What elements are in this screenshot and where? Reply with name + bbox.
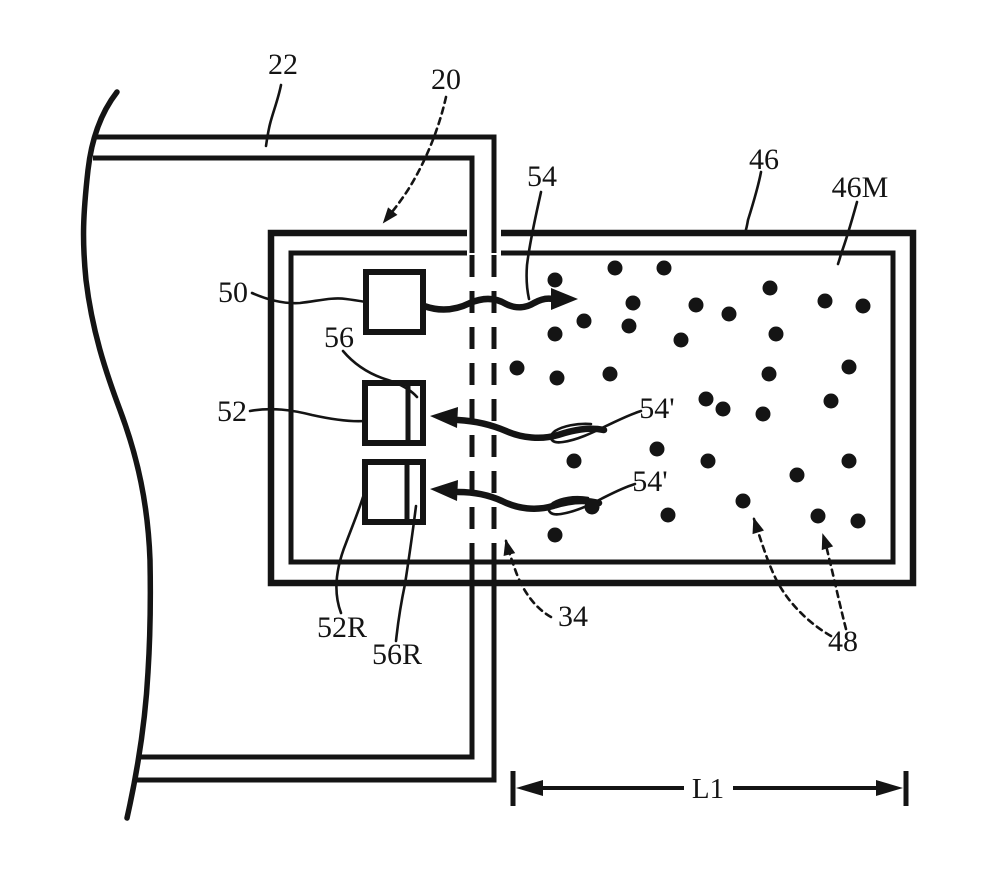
leader-46M (836, 200, 859, 266)
particle-dot (817, 293, 833, 309)
duct-bottom-inner (141, 562, 475, 760)
leader-20-dashed-arrow (382, 95, 448, 224)
particle-dot (823, 393, 839, 409)
label-46: 46 (749, 143, 779, 176)
duct-walls (80, 89, 497, 821)
leader-34-dashed-arrow (503, 539, 553, 619)
duct-bottom-outer (137, 562, 497, 783)
particle-dot (789, 467, 805, 483)
particle-dot (761, 366, 777, 382)
block-52R (362, 459, 426, 525)
label-50: 50 (218, 276, 248, 309)
dashed-leader-arrows (382, 95, 848, 638)
arrow-54p-upper-head (430, 407, 458, 428)
label-48: 48 (828, 625, 858, 658)
particle-dot (698, 391, 714, 407)
reference-labels: 22 20 54 46 46M 50 56 52 54' 54' 34 52R … (217, 48, 888, 671)
particle-dot (762, 280, 778, 296)
arrow-54p-lower-head (430, 480, 458, 501)
particle-dot (855, 298, 871, 314)
particle-dot (810, 508, 826, 524)
arrow-54p-lower-shaft (454, 488, 603, 512)
duct-break-line (80, 89, 154, 821)
label-20: 20 (431, 63, 461, 96)
particle-dot (673, 332, 689, 348)
label-34: 34 (558, 600, 588, 633)
particle-dot (549, 370, 565, 386)
particle-dot (576, 313, 592, 329)
dimension-arrowhead-right (876, 780, 903, 796)
particle-dot (768, 326, 784, 342)
particle-dot (735, 493, 751, 509)
particle-dot (841, 453, 857, 469)
leader-54 (525, 190, 543, 301)
particle-dot (602, 366, 618, 382)
particle-dot (607, 260, 623, 276)
particle-dot (688, 297, 704, 313)
label-22: 22 (268, 48, 298, 81)
label-52: 52 (217, 395, 247, 428)
leader-22 (264, 83, 283, 148)
particle-dot (850, 513, 866, 529)
label-56R: 56R (372, 638, 422, 671)
particle-dot (841, 359, 857, 375)
label-52R: 52R (317, 611, 367, 644)
leader-48-left-dashed-arrow (752, 517, 833, 638)
box-46M-outline (288, 250, 896, 565)
dimension-arrowhead-left (516, 780, 543, 796)
beam-arrows (420, 288, 608, 512)
arrow-54p-upper-shaft (454, 416, 608, 442)
leader-54p-upper (549, 409, 643, 444)
particle-dot (566, 453, 582, 469)
leader-46 (743, 170, 763, 235)
particle-dot (715, 401, 731, 417)
label-46M: 46M (832, 171, 889, 204)
leader-52 (248, 407, 367, 423)
particle-dot (625, 295, 641, 311)
leader-lines (248, 83, 859, 643)
leader-56 (341, 349, 419, 399)
particle-dot (584, 499, 600, 515)
arrow-54-shaft (420, 295, 557, 313)
particle-dot (621, 318, 637, 334)
leader-50 (250, 291, 368, 305)
particle-dots (509, 260, 871, 543)
leader-52R (335, 495, 365, 615)
dimension-L1: L1 (510, 771, 909, 806)
particle-dot (547, 326, 563, 342)
particle-dot (755, 406, 771, 422)
particle-dot (656, 260, 672, 276)
particle-dot (509, 360, 525, 376)
leader-48-right-dashed-arrow (821, 533, 848, 631)
label-54: 54 (527, 160, 557, 193)
particle-dot (721, 306, 737, 322)
label-54-prime-upper: 54' (639, 392, 674, 425)
label-L1: L1 (692, 773, 724, 805)
arrow-54-head (551, 288, 578, 310)
leader-56R (394, 504, 418, 643)
label-54-prime-lower: 54' (632, 465, 667, 498)
particle-dot (547, 527, 563, 543)
particle-dot (700, 453, 716, 469)
particle-dot (547, 272, 563, 288)
duct-top-outer (93, 134, 497, 253)
duct-top-inner (93, 155, 475, 253)
particle-dot (660, 507, 676, 523)
leader-54p-lower (547, 482, 637, 516)
label-56: 56 (324, 321, 354, 354)
particle-dot (649, 441, 665, 457)
